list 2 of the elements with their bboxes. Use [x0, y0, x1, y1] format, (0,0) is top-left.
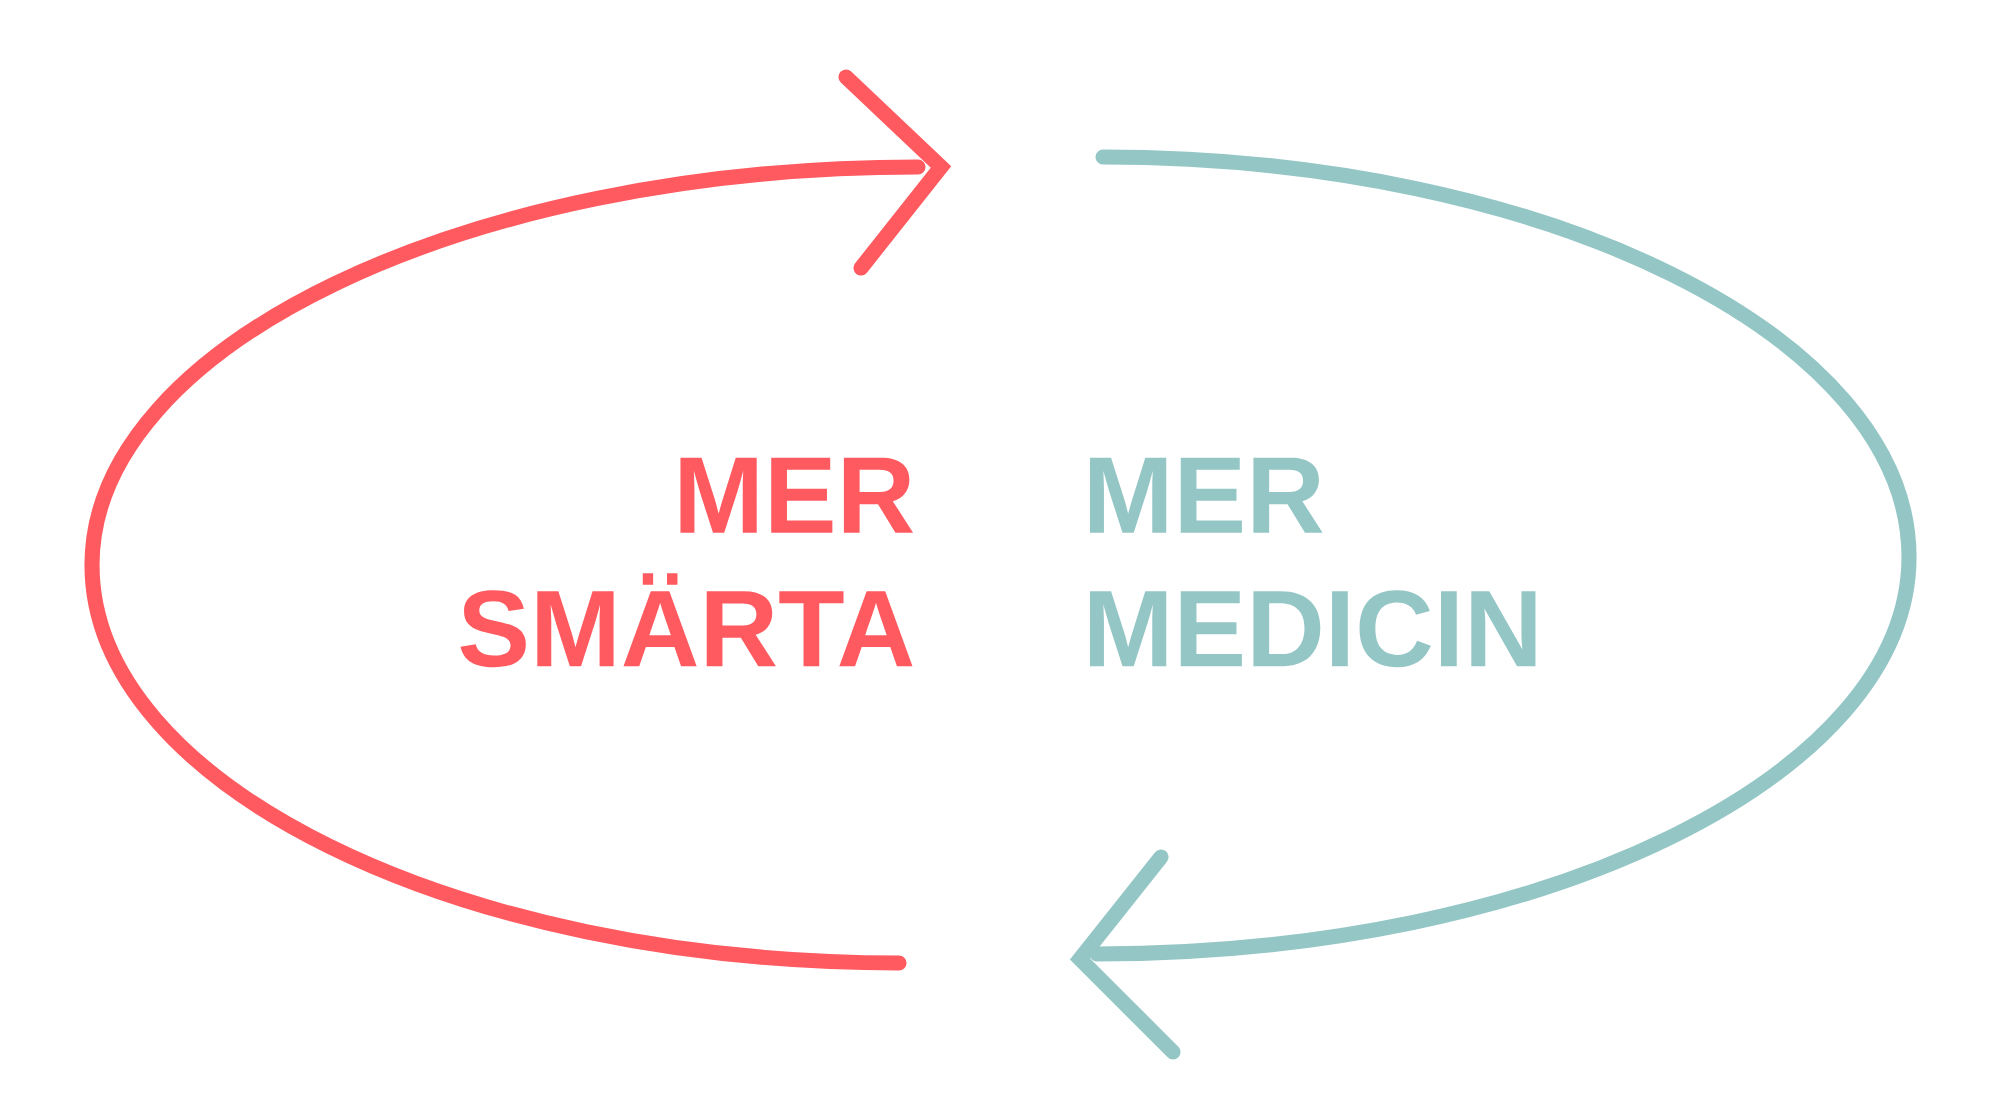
cycle-label: MER SMÄRTA	[460, 457, 914, 668]
cycle-label: MER MEDICIN	[1090, 457, 1536, 668]
